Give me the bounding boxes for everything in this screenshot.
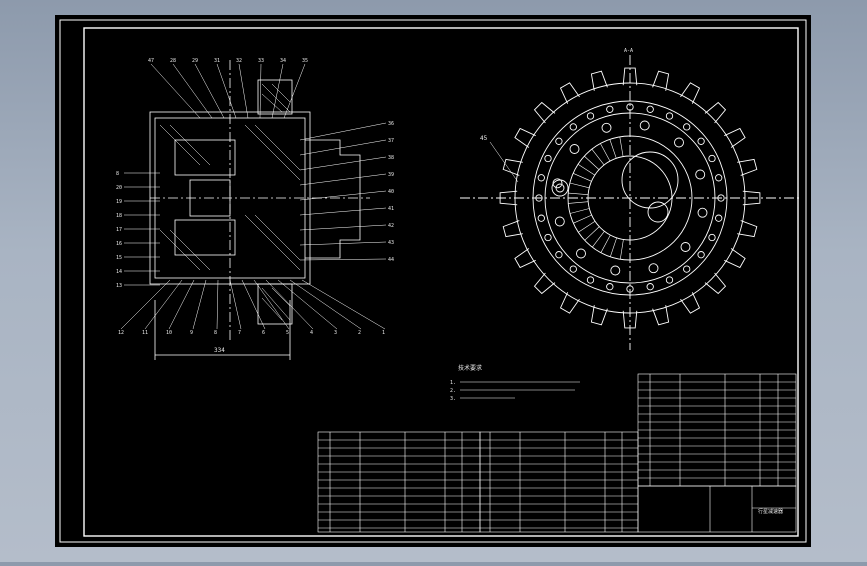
callout-right-7: 43 [388,240,394,246]
drawing-sheet [55,15,811,547]
sprocket-callout-leader [489,141,519,183]
callout-right-2: 38 [388,155,394,161]
callout-left-8: 13 [116,283,122,289]
tech-note-2: 2. [450,388,456,394]
callout-bottom-6: 6 [262,330,265,336]
tech-notes-title: 技术要求 [458,364,482,372]
callout-bottom-11: 1 [382,330,385,336]
callout-bottom-1: 11 [142,330,148,336]
callout-left-0: 8 [116,171,119,177]
section-view [149,60,370,360]
sprocket-view [460,55,800,350]
sheet-inner-border [83,27,799,537]
callout-right-8: 44 [388,257,394,263]
callout-bottom-8: 4 [310,330,313,336]
dimension-label: 334 [214,347,225,354]
callout-bottom-4: 8 [214,330,217,336]
callout-left-4: 17 [116,227,122,233]
callout-top-7: 35 [302,58,308,64]
callout-bottom-5: 7 [238,330,241,336]
callout-right-4: 40 [388,189,394,195]
callout-bottom-2: 10 [166,330,172,336]
callout-top-5: 33 [258,58,264,64]
callout-right-6: 42 [388,223,394,229]
callout-right-5: 41 [388,206,394,212]
callout-bottom-3: 9 [190,330,193,336]
callout-top-3: 31 [214,58,220,64]
callout-left-2: 19 [116,199,122,205]
callout-right-0: 36 [388,121,394,127]
tech-notes: 技术要求 1. 2. 3. [450,364,580,402]
bill-of-materials [317,373,797,533]
tech-note-3: 3. [450,396,456,402]
callout-top-0: 47 [148,58,154,64]
callout-left-5: 16 [116,241,122,247]
callout-top-2: 29 [192,58,198,64]
callout-left-7: 14 [116,269,122,275]
callout-bottom-7: 5 [286,330,289,336]
tech-note-1: 1. [450,380,456,386]
callout-top-1: 28 [170,58,176,64]
title-block-label: 行星减速器 [758,508,783,515]
callout-bottom-0: 12 [118,330,124,336]
callout-left-3: 18 [116,213,122,219]
callout-left-6: 15 [116,255,122,261]
callout-left-1: 20 [116,185,122,191]
callout-right-3: 39 [388,172,394,178]
callout-leaders [120,63,387,330]
sheet-outer-border [59,19,807,543]
callout-top-6: 34 [280,58,286,64]
sprocket-callout: 45 [480,135,488,142]
callout-top-4: 32 [236,58,242,64]
callout-bottom-9: 3 [334,330,337,336]
section-label: A-A [624,48,633,54]
callout-right-1: 37 [388,138,394,144]
callout-bottom-10: 2 [358,330,361,336]
